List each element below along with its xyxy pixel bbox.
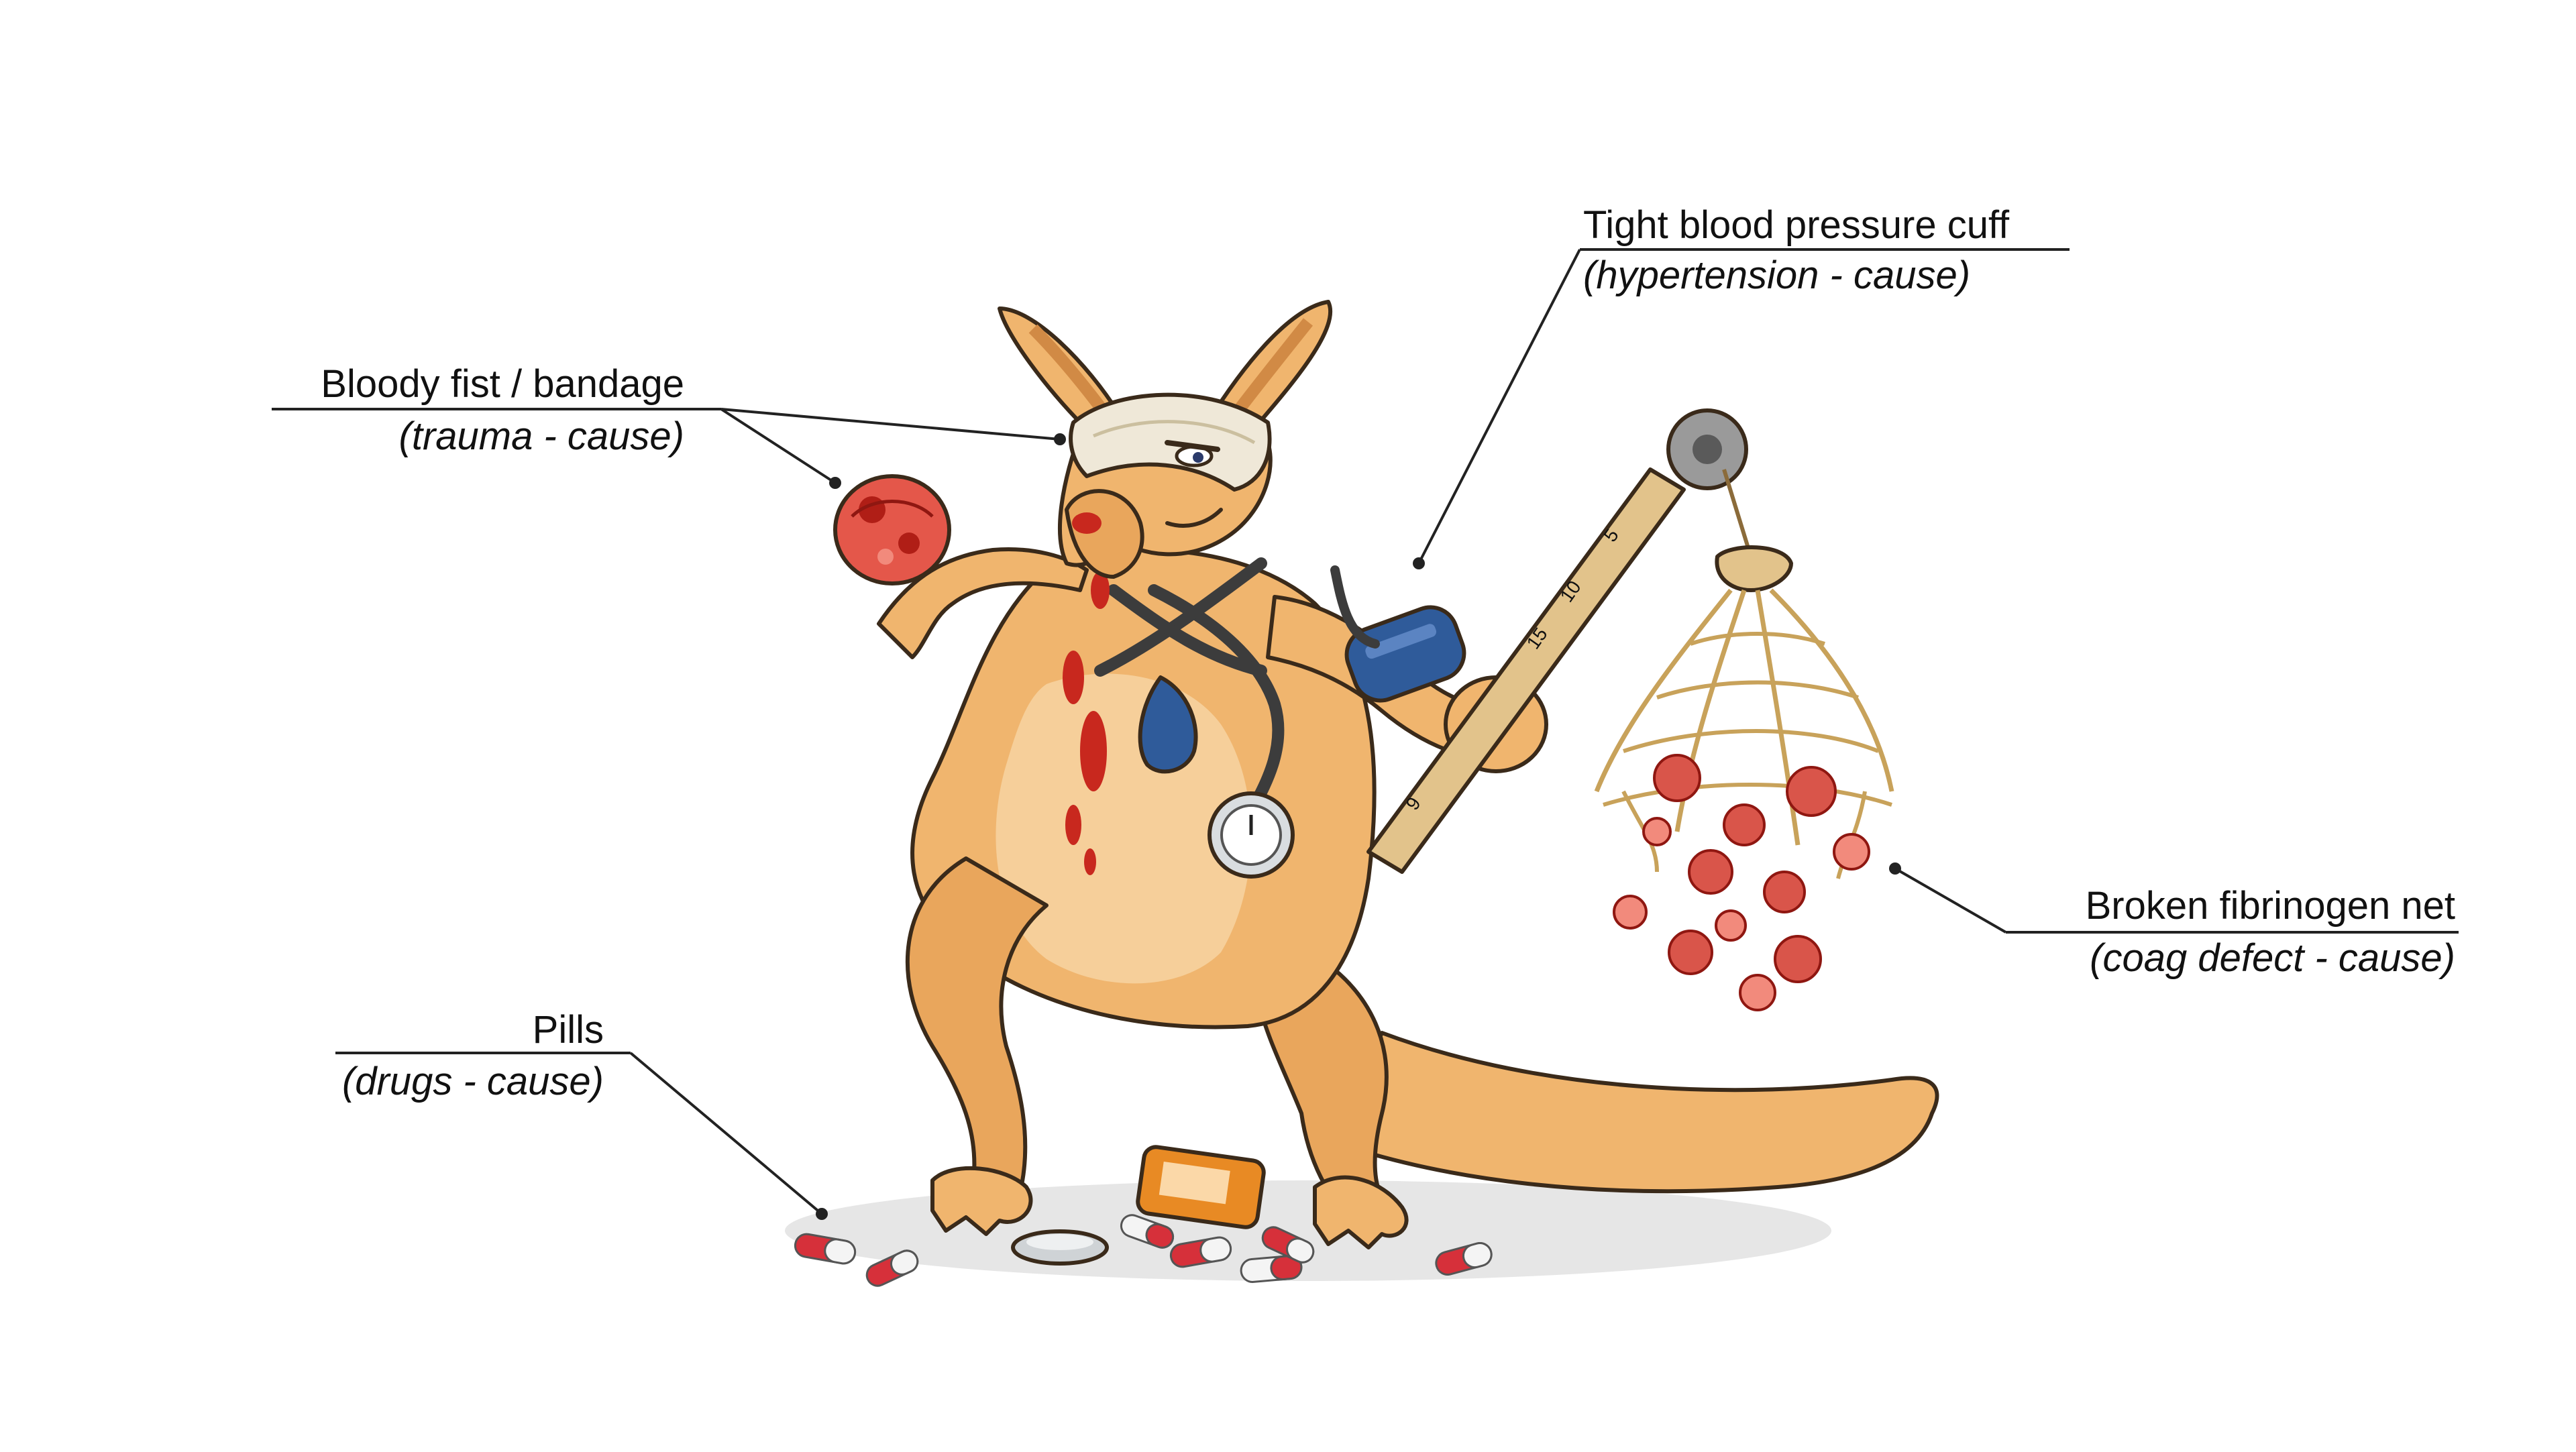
label-fist-title: Bloody fist / bandage	[321, 362, 684, 406]
kangaroo-tail	[1326, 1031, 1939, 1194]
bloody-fist	[833, 474, 951, 585]
bottle-cap-icon	[1011, 1229, 1109, 1266]
label-cuff-title: Tight blood pressure cuff	[1583, 203, 2010, 247]
label-pills-title: Pills	[533, 1008, 604, 1052]
capsule-pill	[794, 1233, 857, 1265]
blood-clot-cells	[1613, 754, 1870, 1011]
label-pills: Pills (drugs - cause)	[335, 1008, 828, 1220]
capsule-pill	[1240, 1255, 1303, 1283]
blood-pressure-cuff	[1344, 605, 1466, 703]
label-fibrinogen-net: Broken fibrinogen net (coag defect - cau…	[1889, 862, 2459, 980]
capsule-pill	[865, 1249, 919, 1287]
pill-bottle-icon	[1136, 1145, 1266, 1229]
pressure-bulb	[1138, 675, 1198, 774]
blood-drips	[1063, 571, 1110, 875]
label-bp-cuff: Tight blood pressure cuff (hypertension …	[1413, 203, 2070, 569]
kangaroo-right-foot	[1313, 1175, 1409, 1249]
label-net-cause: (coag defect - cause)	[2090, 936, 2455, 980]
kangaroo-left-leg	[905, 856, 1049, 1196]
capsule-pill	[1435, 1242, 1493, 1276]
measuring-stick: 5 10 15 9	[1366, 408, 1748, 874]
label-pills-cause: (drugs - cause)	[342, 1060, 604, 1103]
label-bloody-fist: Bloody fist / bandage (trauma - cause)	[272, 362, 1066, 489]
pressure-gauge-icon	[1208, 791, 1295, 879]
kangaroo-left-arm	[877, 547, 1089, 659]
kangaroo-head	[998, 300, 1333, 579]
capsule-pill	[1261, 1226, 1315, 1264]
pills	[794, 1145, 1493, 1287]
kangaroo-left-foot	[930, 1166, 1033, 1236]
label-net-title: Broken fibrinogen net	[2086, 884, 2455, 928]
label-fist-cause: (trauma - cause)	[399, 414, 684, 458]
capsule-pill	[1120, 1214, 1175, 1249]
stethoscope-tubing	[1094, 557, 1380, 824]
capsule-pill	[1169, 1236, 1232, 1268]
kangaroo-figure: 5 10 15 9	[833, 300, 1939, 1249]
label-cuff-cause: (hypertension - cause)	[1583, 254, 1970, 297]
